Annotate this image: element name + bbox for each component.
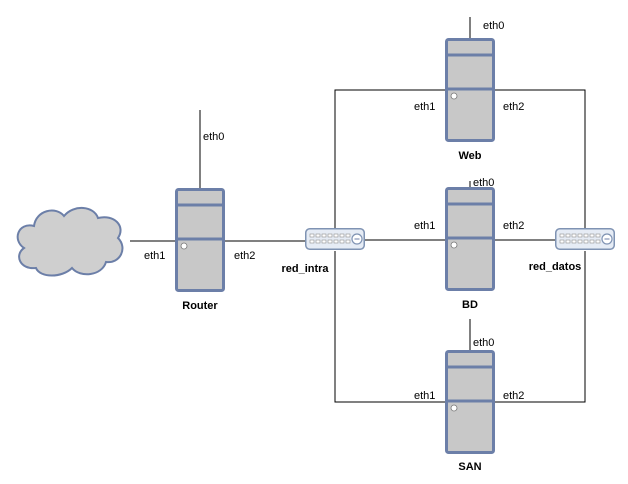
link-red-intra-web (334, 89, 445, 229)
san-label: SAN (458, 461, 481, 473)
san-eth2-label: eth2 (503, 390, 524, 402)
web-eth0-label: eth0 (483, 20, 504, 32)
bd-label: BD (462, 299, 478, 311)
connections (130, 17, 586, 403)
router-eth1-label: eth1 (144, 250, 165, 262)
router-label: Router (182, 300, 218, 312)
web-eth1-label: eth1 (414, 101, 435, 113)
router-server-icon (175, 188, 225, 292)
san-eth1-label: eth1 (414, 390, 435, 402)
red-intra-switch-icon (305, 228, 365, 250)
link-red-intra-san (334, 251, 445, 403)
web-label: Web (458, 150, 481, 162)
san-server-icon (445, 350, 495, 454)
web-eth2-label: eth2 (503, 101, 524, 113)
bd-eth1-label: eth1 (414, 220, 435, 232)
red-intra-label: red_intra (281, 263, 329, 275)
router-eth0-label: eth0 (203, 131, 224, 143)
cloud-icon (16, 207, 124, 277)
router-eth2-label: eth2 (234, 250, 255, 262)
san-eth0-label: eth0 (473, 337, 494, 349)
web-server-icon (445, 38, 495, 142)
link-web-red-datos (495, 89, 586, 229)
red-datos-label: red_datos (529, 261, 582, 273)
bd-eth2-label: eth2 (503, 220, 524, 232)
bd-eth0-label: eth0 (473, 177, 494, 189)
red-datos-switch-icon (555, 228, 615, 250)
link-san-red-datos (495, 251, 586, 403)
bd-server-icon (445, 187, 495, 291)
